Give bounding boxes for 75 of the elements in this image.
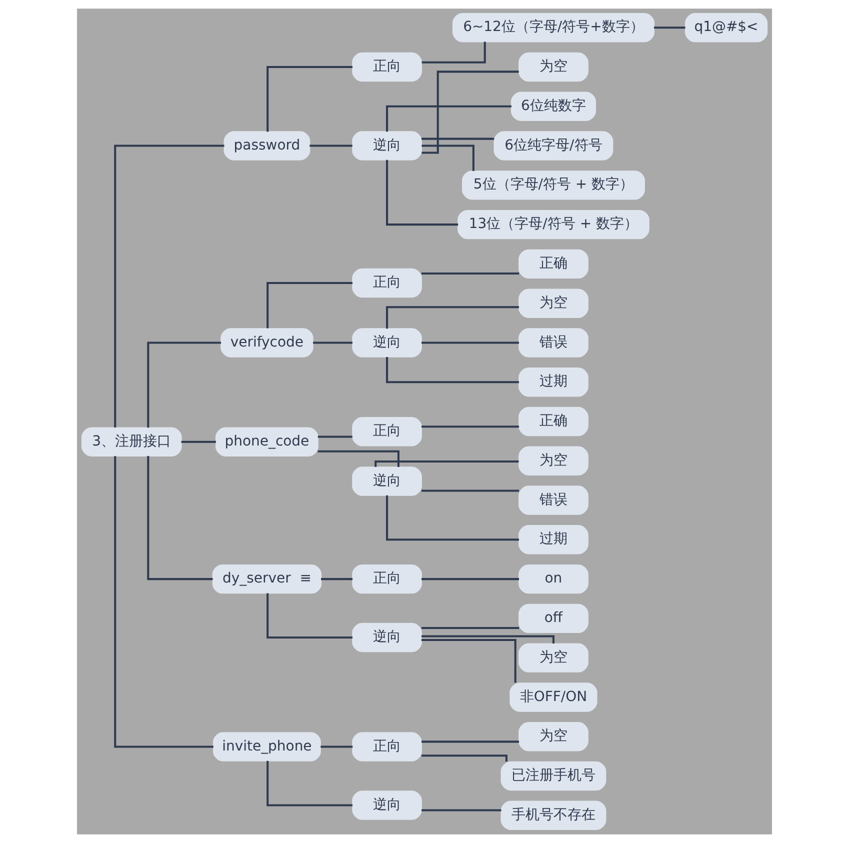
connector — [266, 66, 352, 132]
connector — [421, 70, 518, 154]
node-box: 6位纯字母/符号 — [493, 131, 613, 160]
connector — [421, 144, 474, 171]
node-box: 正向 — [352, 564, 422, 594]
node-box: verifycode — [220, 328, 313, 358]
node-box: 6~12位（字母/符号+数字） — [452, 13, 654, 42]
connector — [266, 593, 352, 639]
connector — [421, 490, 519, 492]
connector — [114, 456, 213, 748]
node-box: 为空 — [518, 288, 588, 318]
connector — [386, 160, 458, 226]
connector — [420, 639, 516, 683]
connector — [374, 460, 518, 467]
node-box: 错误 — [518, 328, 588, 358]
node-box: 3、注册接口 — [80, 427, 182, 456]
node-box: 6位纯数字 — [510, 92, 596, 121]
node-box: 正向 — [352, 268, 422, 298]
node-box: 已注册手机号 — [500, 761, 606, 791]
connector — [421, 809, 501, 812]
connector — [421, 342, 519, 344]
node-box: phone_code — [215, 427, 318, 456]
connector — [317, 450, 399, 467]
connector — [146, 342, 221, 428]
node-box: 过期 — [518, 368, 588, 397]
node-box: 错误 — [518, 486, 588, 515]
connector — [421, 138, 494, 140]
node-box: 为空 — [518, 643, 588, 672]
connector — [386, 306, 518, 329]
connector — [309, 144, 352, 147]
connector — [421, 754, 507, 762]
connector — [114, 144, 224, 428]
node-box: 正确 — [518, 406, 588, 436]
node-box: 逆向 — [352, 790, 422, 820]
connector — [317, 436, 352, 438]
connector — [386, 105, 511, 132]
node-box: 逆向 — [352, 131, 422, 160]
node-box: 非OFF/ON — [509, 682, 597, 712]
node-box: 手机号不存在 — [500, 800, 606, 830]
node-box: 5位（字母/符号 + 数字） — [461, 170, 644, 200]
node-box: 为空 — [518, 52, 588, 82]
connector — [421, 626, 519, 629]
connector — [386, 495, 518, 541]
node-box: password — [223, 131, 310, 160]
connector — [312, 342, 352, 344]
node-box: 逆向 — [352, 466, 422, 496]
node-box: 正向 — [352, 732, 422, 762]
connector — [386, 356, 518, 384]
connector — [320, 746, 352, 748]
node-box: 逆向 — [352, 622, 422, 652]
connector — [421, 272, 519, 274]
node-box: 正确 — [518, 249, 588, 279]
connector — [421, 42, 486, 64]
node-box: 逆向 — [352, 328, 422, 358]
node-box: 正向 — [352, 417, 422, 446]
node-box: 13位（字母/符号 + 数字） — [457, 210, 649, 240]
connector — [421, 635, 554, 644]
connector — [180, 440, 216, 443]
node-box: dy_server ≡ — [212, 564, 322, 594]
node-box: q1@#$< — [684, 13, 768, 42]
connector — [421, 578, 519, 580]
node-box: 为空 — [518, 446, 588, 476]
connector — [266, 760, 352, 806]
connector — [653, 26, 685, 29]
node-box: 为空 — [518, 722, 588, 752]
connector — [421, 740, 519, 743]
connector — [266, 282, 352, 328]
connector — [421, 426, 519, 428]
connector — [320, 578, 352, 580]
node-box: 正向 — [352, 52, 422, 82]
node-box: invite_phone — [212, 732, 320, 762]
node-box: on — [518, 564, 588, 594]
node-box: 过期 — [518, 525, 588, 554]
node-box: off — [518, 604, 588, 634]
connector — [146, 456, 212, 580]
